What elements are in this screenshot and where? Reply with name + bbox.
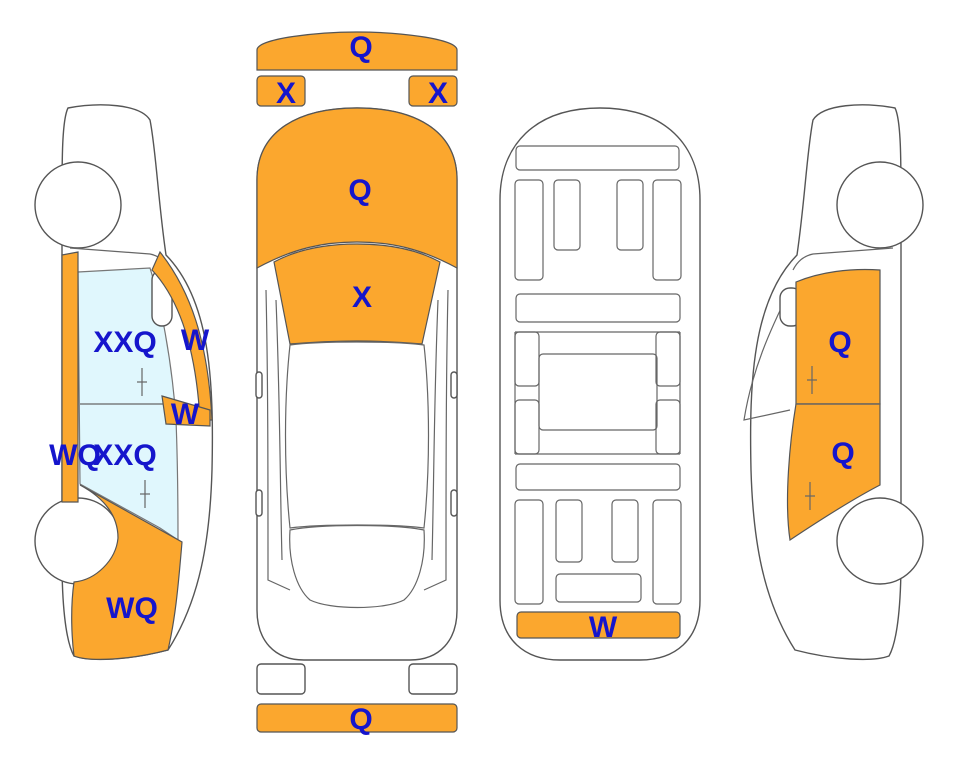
right-headlight-label: X: [428, 77, 448, 110]
underbody-outline: [499, 107, 701, 661]
top-left-mirror: [255, 371, 263, 399]
top-left-side-glass-inner: [275, 299, 283, 561]
underbody-front-left-mount: [553, 179, 581, 251]
left-mirror-panel: [161, 395, 211, 427]
right-side-view: Q Q: [743, 104, 924, 661]
trunk-crossmember-label: W: [589, 611, 618, 644]
underbody-floor-right-lower: [655, 399, 681, 455]
right-front-fender-line: [792, 247, 894, 271]
top-view: Q X X Q X Q: [255, 31, 458, 736]
left-side-view: XXQ W W WQ XXQ WQ: [34, 104, 214, 661]
left-headlight-label: X: [276, 77, 296, 110]
top-left-side-glass: [265, 289, 291, 591]
top-right-side-glass-inner: [431, 299, 439, 561]
underbody-floor-frame: [514, 331, 681, 455]
trunk-crossmember-panel: [516, 611, 681, 639]
right-rear-door-label: Q: [831, 437, 854, 470]
underbody-spare-well: [555, 573, 642, 603]
left-taillight: [256, 663, 306, 695]
underbody-floor-pan: [538, 353, 658, 431]
left-front-door-handle: [137, 368, 147, 396]
rear-bumper-label: Q: [349, 703, 372, 736]
right-front-door-handle: [807, 366, 817, 394]
underbody-rear-left-mount: [555, 499, 583, 563]
underbody-view: W: [499, 107, 701, 661]
front-bumper-label: Q: [349, 31, 372, 64]
hood-panel: [256, 107, 458, 270]
left-rear-fender-label: WQ: [106, 592, 158, 625]
front-bumper-panel: [256, 31, 458, 71]
left-rear-fender-panel: [71, 484, 183, 660]
underbody-front-right-mount: [616, 179, 644, 251]
windshield-label: X: [352, 281, 372, 314]
top-left-rear-mark: [255, 489, 263, 517]
right-rear-wheel: [836, 497, 924, 585]
left-front-door-label: XXQ: [93, 326, 156, 359]
left-rocker-label: WQ: [49, 439, 101, 472]
left-mirror-label: W: [171, 398, 200, 431]
rear-bumper-panel: [256, 703, 458, 733]
left-rear-door-handle: [140, 480, 150, 508]
right-front-door-label: Q: [828, 326, 851, 359]
underbody-front-crossmember: [515, 145, 680, 171]
underbody-front-left-rail: [514, 179, 544, 281]
right-rear-door-panel: [786, 403, 881, 542]
underbody-rear-right-rail: [652, 499, 682, 605]
right-taillight: [408, 663, 458, 695]
left-a-pillar-label: W: [181, 324, 210, 357]
windshield-panel: [273, 243, 441, 345]
left-headlight-panel: [256, 75, 306, 107]
underbody-rear-crossmember: [515, 463, 681, 491]
top-right-mirror: [450, 371, 458, 399]
right-headlight-panel: [408, 75, 458, 107]
left-rocker-panel: [61, 251, 79, 503]
underbody-floor-left-lower: [514, 399, 540, 455]
top-view-roof: [284, 341, 430, 529]
underbody-rear-left-rail: [514, 499, 544, 605]
top-right-side-glass: [423, 289, 449, 591]
left-rear-door-label: XXQ: [93, 439, 156, 472]
top-view-rear-window: [289, 524, 425, 609]
right-rear-door-handle: [805, 482, 815, 510]
underbody-mid-crossmember: [515, 293, 681, 323]
top-right-rear-mark: [450, 489, 458, 517]
underbody-rear-right-mount: [611, 499, 639, 563]
hood-label: Q: [348, 174, 371, 207]
right-front-wheel: [836, 161, 924, 249]
underbody-front-right-rail: [652, 179, 682, 281]
left-front-wheel: [34, 161, 122, 249]
